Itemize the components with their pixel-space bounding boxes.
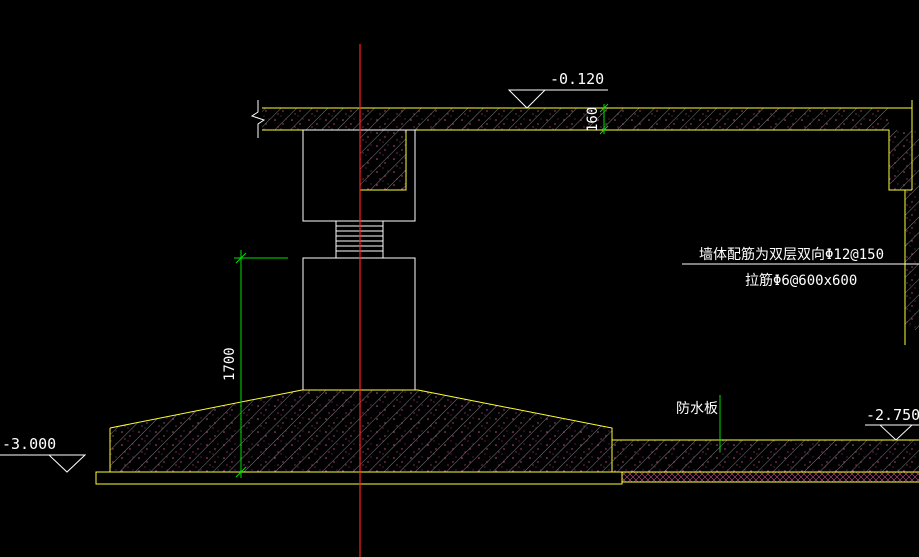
pier-dim-tick-bottom: [235, 466, 247, 478]
elevation-label-right: -2.750: [866, 406, 919, 424]
top-slab-stipple: [262, 108, 889, 190]
rebar-note: 墙体配筋为双层双向Φ12@150 拉筋Φ6@600x600: [682, 246, 919, 289]
slab-dim-tick-bottom: [599, 125, 609, 135]
footing: [95, 389, 623, 485]
right-wall-stipple: [889, 130, 919, 330]
elevation-label-top: -0.120: [550, 70, 604, 88]
waterproof-slab-label: 防水板: [676, 401, 718, 417]
elevation-marker-top: -0.120: [507, 70, 608, 109]
slab-thickness-label: 160: [585, 107, 601, 132]
slab-thickness-dimension: 160: [585, 103, 609, 135]
elevation-triangle-left: [47, 454, 87, 473]
upper-pier-block: [302, 129, 416, 222]
elevation-marker-left: -3.000: [0, 435, 87, 473]
right-wall: [889, 100, 919, 345]
elevation-triangle-right: [878, 424, 914, 441]
waterproof-slab: [612, 439, 919, 483]
pier-height-label: 1700: [222, 347, 238, 381]
slab-dim-tick-top: [599, 103, 609, 113]
waterproof-slab-stipple: [612, 440, 919, 472]
pier-dim-tick-top: [235, 252, 247, 264]
waterproof-slab-note: 防水板: [676, 395, 721, 452]
top-slab: [250, 100, 912, 191]
tie-bar-note: 拉筋Φ6@600x600: [745, 272, 857, 289]
elevation-marker-right: -2.750: [865, 406, 919, 441]
waterproof-slab-outline: [612, 439, 919, 483]
wall-rebar-note: 墙体配筋为双层双向Φ12@150: [699, 246, 884, 263]
elevation-label-left: -3.000: [2, 435, 56, 453]
break-line-symbol: [250, 100, 266, 138]
lower-pier-block: [302, 257, 416, 391]
blinding-layer: [95, 471, 623, 485]
pier-height-dimension: 1700: [222, 250, 288, 478]
elevation-triangle-top: [507, 89, 547, 109]
waterproof-slab-cushion: [622, 472, 919, 482]
footing-stipple: [110, 390, 612, 472]
